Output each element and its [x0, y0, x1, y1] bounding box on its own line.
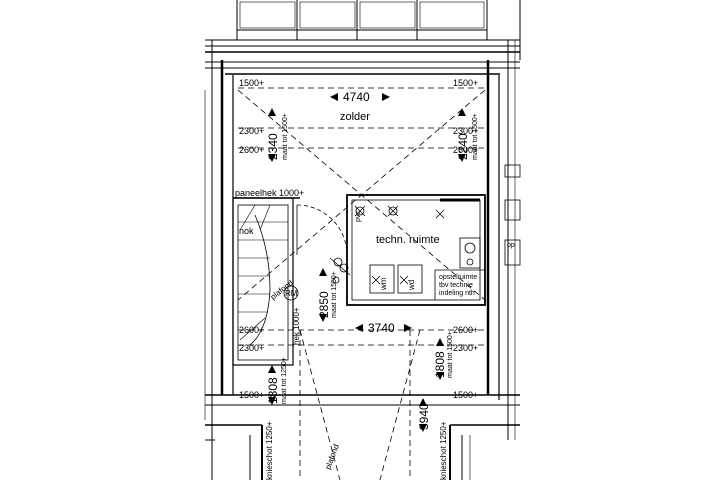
level-1500-left-bottom: 1500+ [239, 390, 264, 400]
walls [204, 40, 520, 480]
label-paneelhek: paneelhek 1000+ [235, 188, 304, 198]
dim-note-left-lower: maat tot 1250+ [281, 357, 288, 404]
dim-note-center: maat tot 1550+ [331, 271, 338, 318]
tech-room [346, 194, 486, 306]
dim-height-bottom-right: 3940 [417, 403, 431, 430]
label-nok: nok [239, 226, 254, 236]
level-1500-right-top: 1500+ [453, 78, 478, 88]
dim-height-left: 2340 [266, 133, 280, 160]
dim-width-top: 4740 [343, 90, 370, 104]
tech-room-label: techn. ruimte [376, 234, 440, 246]
dim-note-right-lower: maat tot 1500+ [447, 331, 454, 378]
label-wd: wd [407, 280, 416, 291]
level-1500-left-top: 1500+ [239, 78, 264, 88]
dim-height-right-lower: 1808 [433, 351, 447, 378]
outlet-symbols [283, 257, 351, 301]
dim-height-right: 2240 [456, 133, 470, 160]
dim-note-left: maat tot 1500+ [282, 113, 289, 160]
level-2300-right: 2300+ [453, 126, 478, 136]
room-name-zolder: zolder [340, 111, 370, 123]
label-knieschot-left: knieschot 1250+ [265, 421, 274, 480]
label-pvc: pvc [355, 211, 362, 222]
roof-window-strip [205, 0, 521, 75]
door-swing [296, 204, 348, 256]
staircase [232, 197, 300, 366]
label-opstel-1: opstelruimte [439, 274, 477, 281]
level-2600-right: 2600+ [453, 145, 478, 155]
dim-note-right: maat tot 1500+ [472, 113, 479, 160]
right-fixtures [504, 164, 521, 266]
dim-height-left-lower: 1808 [266, 377, 280, 404]
level-2300-right-low: 2300+ [453, 343, 478, 353]
label-rm: RM [285, 289, 298, 298]
level-2600-right-low: 2600+ [453, 325, 478, 335]
slope-lines [237, 87, 486, 480]
level-2600-left-low: 2600+ [239, 325, 264, 335]
level-1500-right-bottom: 1500+ [453, 390, 478, 400]
label-opstel-2: tbv technie [439, 282, 473, 289]
level-2300-left-low: 2300+ [239, 343, 264, 353]
label-knieschot-right: knieschot 1250+ [439, 421, 448, 480]
label-hek: hek 1000+ [292, 307, 301, 345]
label-wm: wm [379, 277, 388, 291]
dim-width-mid: 3740 [368, 321, 395, 335]
level-2600-left: 2600+ [239, 145, 264, 155]
label-opstel-3: indeling nth [439, 290, 475, 297]
dim-height-center: 2850 [317, 291, 331, 318]
label-op: op [507, 242, 515, 249]
level-2300-left: 2300+ [239, 126, 264, 136]
label-plafond-bottom: plafond [323, 443, 340, 471]
dimension-arrows [268, 93, 466, 432]
